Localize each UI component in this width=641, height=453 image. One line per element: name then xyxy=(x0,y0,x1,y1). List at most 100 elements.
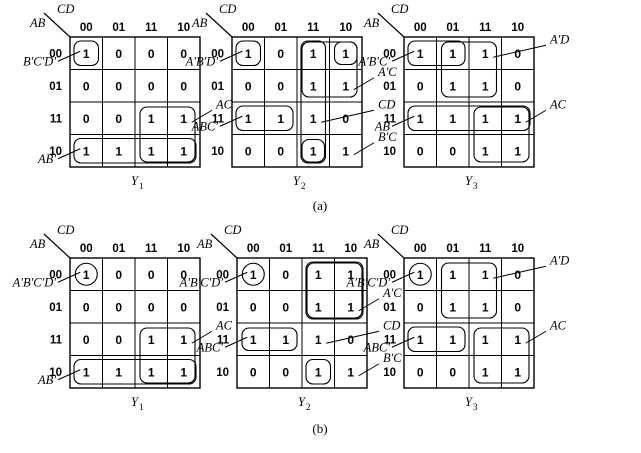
corner-diagonal xyxy=(210,233,238,259)
cell-value: 1 xyxy=(148,112,155,126)
cell-value: 1 xyxy=(449,79,456,93)
cell-value: 1 xyxy=(315,365,322,379)
cell-value: 1 xyxy=(83,47,90,61)
column-header: 10 xyxy=(177,22,190,34)
term-label: AB' xyxy=(37,152,56,166)
term-leader xyxy=(219,50,243,62)
cell-value: 0 xyxy=(115,47,122,61)
cell-value: 0 xyxy=(514,300,521,314)
cell-value: 1 xyxy=(310,79,317,93)
column-header: 01 xyxy=(112,22,125,34)
column-header: 11 xyxy=(312,243,325,255)
column-header: 10 xyxy=(344,243,357,255)
function-subscript: 1 xyxy=(139,181,144,191)
row-header: 11 xyxy=(50,113,63,125)
cell-value: 1 xyxy=(347,300,354,314)
function-label: Y xyxy=(298,395,307,409)
cell-value: 1 xyxy=(250,268,257,282)
function-subscript: 2 xyxy=(306,402,311,412)
term-label: A'B'C'D' xyxy=(179,275,224,289)
term-label: AC xyxy=(549,318,567,332)
cell-value: 0 xyxy=(347,333,354,347)
term-label: AC xyxy=(215,97,233,111)
cell-value: 1 xyxy=(514,365,521,379)
cell-value: 0 xyxy=(282,300,289,314)
cell-value: 1 xyxy=(315,300,322,314)
cell-value: 0 xyxy=(83,112,90,126)
row-variable-label: AB xyxy=(29,16,46,30)
term-label: A'B'D' xyxy=(185,54,219,68)
cell-value: 1 xyxy=(482,268,489,282)
term-label: A'B'C'D' xyxy=(346,275,391,289)
term-leader xyxy=(525,330,547,344)
cell-value: 1 xyxy=(115,365,122,379)
row-variable-label: AB xyxy=(196,237,213,251)
group-loop xyxy=(139,327,196,384)
cell-value: 1 xyxy=(347,365,354,379)
function-label: Y xyxy=(465,174,474,188)
term-leader xyxy=(525,109,547,123)
cell-value: 0 xyxy=(277,79,284,93)
column-header: 10 xyxy=(339,22,352,34)
cell-value: 1 xyxy=(245,112,252,126)
cell-value: 0 xyxy=(342,112,349,126)
term-leader xyxy=(321,109,375,123)
row-header: 01 xyxy=(211,81,224,93)
cell-value: 0 xyxy=(417,365,424,379)
col-variable-label: CD xyxy=(57,223,74,237)
group-loop xyxy=(73,40,100,67)
cell-value: 1 xyxy=(482,333,489,347)
cell-value: 1 xyxy=(482,79,489,93)
cell-value: 0 xyxy=(180,268,187,282)
cell-value: 1 xyxy=(449,300,456,314)
term-leader xyxy=(57,50,81,62)
row-header: 11 xyxy=(384,334,397,346)
row-header: 00 xyxy=(216,269,229,281)
cell-value: 0 xyxy=(449,144,456,158)
cell-value: 0 xyxy=(148,268,155,282)
term-leader xyxy=(493,44,547,58)
kmap-groupings xyxy=(73,40,531,385)
column-header: 01 xyxy=(112,243,125,255)
cell-value: 1 xyxy=(482,365,489,379)
column-header: 01 xyxy=(274,22,287,34)
cell-value: 1 xyxy=(180,365,187,379)
term-leader xyxy=(57,148,81,160)
function-label: Y xyxy=(293,174,302,188)
term-label: A'D xyxy=(549,253,569,267)
function-subscript: 3 xyxy=(473,402,478,412)
cell-value: 0 xyxy=(282,268,289,282)
column-header: 00 xyxy=(242,22,255,34)
term-label: AB' xyxy=(37,373,56,387)
col-variable-label: CD xyxy=(219,2,236,16)
term-leader xyxy=(391,336,415,348)
cell-value: 0 xyxy=(417,79,424,93)
cell-value: 1 xyxy=(482,300,489,314)
section-caption: (b) xyxy=(312,421,327,436)
row-header: 10 xyxy=(383,146,396,158)
cell-value: 1 xyxy=(83,268,90,282)
term-label: CD xyxy=(378,97,395,111)
cell-value: 1 xyxy=(449,112,456,126)
term-leader xyxy=(391,50,415,62)
term-label: AC xyxy=(215,318,233,332)
cell-value: 0 xyxy=(277,47,284,61)
term-leader xyxy=(391,271,415,283)
term-leader xyxy=(57,369,81,381)
column-header: 11 xyxy=(479,243,492,255)
cell-value: 1 xyxy=(449,268,456,282)
cell-value: 0 xyxy=(115,79,122,93)
function-label: Y xyxy=(465,395,474,409)
term-leader xyxy=(391,115,415,127)
corner-diagonal xyxy=(205,12,233,38)
cell-value: 0 xyxy=(277,144,284,158)
group-loop xyxy=(301,41,358,98)
cell-value: 0 xyxy=(417,144,424,158)
corner-diagonal xyxy=(43,233,71,259)
cell-value: 1 xyxy=(417,47,424,61)
column-header: 01 xyxy=(446,22,459,34)
term-leader xyxy=(219,115,243,127)
cell-value: 0 xyxy=(514,79,521,93)
cell-value: 1 xyxy=(310,144,317,158)
